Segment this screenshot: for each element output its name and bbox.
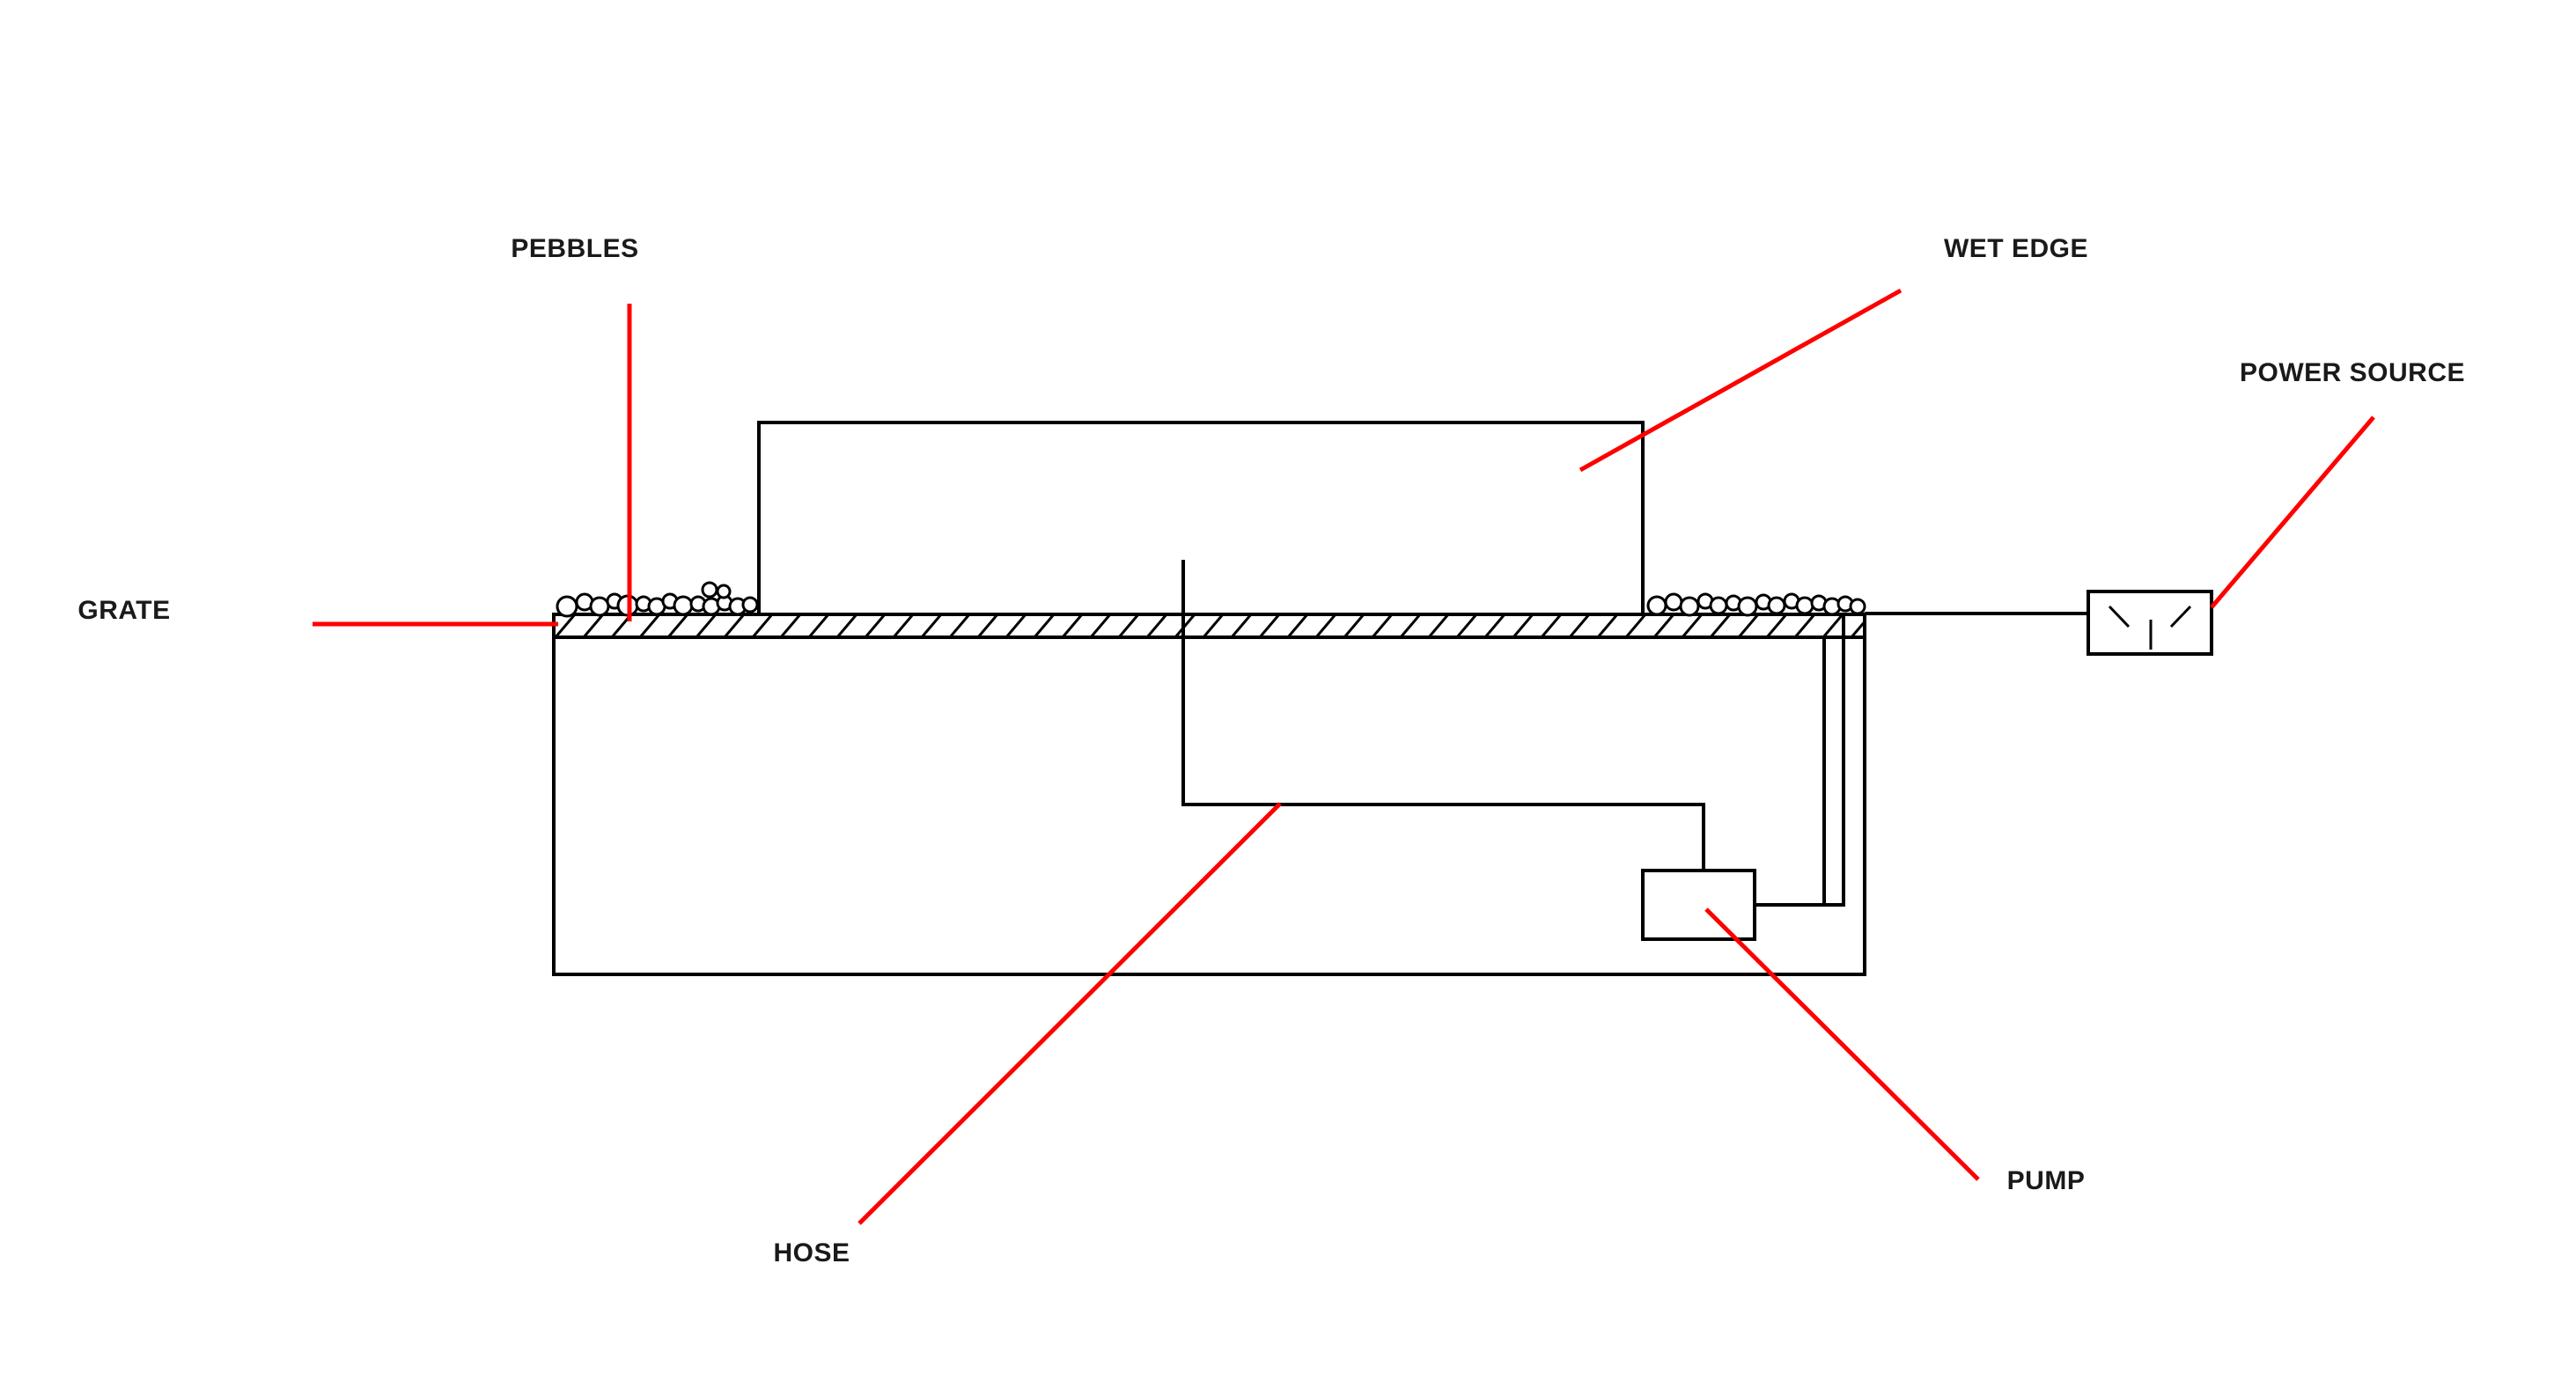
pump-label: PUMP: [2007, 1166, 2086, 1195]
hose-leader-line: [857, 802, 1282, 1225]
pebble: [1795, 596, 1814, 615]
pebble: [589, 596, 610, 617]
pebble: [1709, 596, 1728, 615]
wet-edge-structure: [757, 421, 1645, 616]
pebble: [741, 596, 759, 614]
pebble: [1849, 598, 1866, 615]
grate-strip: [552, 613, 1866, 639]
power-source-box: [2087, 590, 2213, 656]
pump-leader-line: [1704, 907, 1980, 1181]
power-source-leader-line: [2210, 415, 2375, 609]
pebble: [1679, 596, 1700, 617]
plug-mark-left: [2108, 605, 2131, 628]
pump-cord: [1755, 616, 1845, 907]
hose-label: HOSE: [773, 1238, 850, 1267]
wet-edge-leader-line: [1579, 288, 1903, 473]
plug-mark-right: [2169, 605, 2192, 628]
hose-line: [1181, 560, 1705, 872]
pebble: [701, 581, 718, 599]
grate-label: GRATE: [77, 596, 170, 625]
pebble: [1664, 592, 1683, 612]
wet-edge-label: WET EDGE: [1944, 234, 2088, 263]
pebble: [1737, 596, 1758, 617]
pebbles-left-cluster: [556, 581, 759, 618]
pump-box: [1641, 869, 1756, 941]
pebble: [1767, 596, 1786, 615]
pebble: [716, 584, 732, 599]
pebbles-right-cluster: [1646, 592, 1866, 617]
pebble: [1646, 595, 1667, 616]
basin-outline: [552, 618, 1866, 976]
power-source-label: POWER SOURCE: [2240, 358, 2465, 387]
pebble: [673, 595, 694, 616]
pebbles-label: PEBBLES: [511, 234, 638, 263]
pebble: [556, 595, 578, 618]
